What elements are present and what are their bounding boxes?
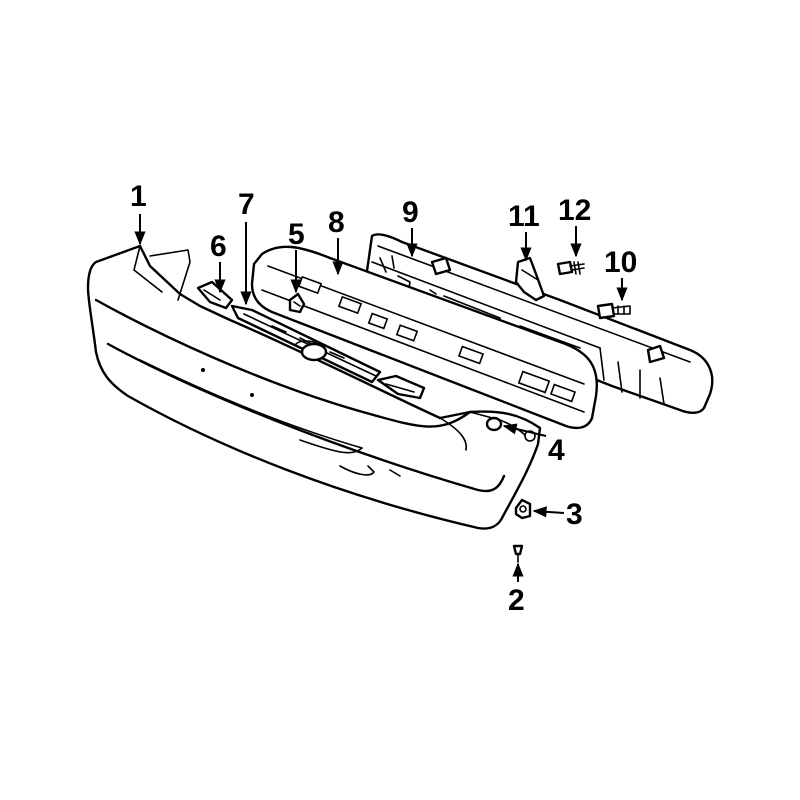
callout-2: 2 bbox=[508, 584, 525, 617]
part-5-clip bbox=[288, 292, 306, 314]
callout-3: 3 bbox=[566, 498, 583, 531]
part-4-retainer bbox=[485, 416, 503, 432]
callout-8: 8 bbox=[328, 206, 345, 239]
callout-5: 5 bbox=[288, 218, 305, 251]
part-10-bolt bbox=[596, 302, 631, 320]
callout-labels: 1 2 3 4 5 6 7 8 9 10 11 12 bbox=[130, 180, 637, 617]
part-12-screw bbox=[556, 260, 585, 276]
part-2-push-pin bbox=[512, 544, 524, 563]
leader-4 bbox=[502, 423, 547, 437]
callout-1: 1 bbox=[130, 180, 147, 213]
leader-lines bbox=[134, 214, 628, 582]
part-3-nut bbox=[514, 498, 532, 520]
callout-11: 11 bbox=[508, 200, 540, 233]
callout-9: 9 bbox=[402, 196, 419, 229]
leader-3 bbox=[532, 506, 565, 518]
callout-10: 10 bbox=[604, 246, 637, 279]
part-9-impact-bar bbox=[364, 233, 714, 414]
part-7-grille bbox=[230, 304, 382, 384]
callout-12: 12 bbox=[558, 194, 591, 227]
callout-7: 7 bbox=[238, 188, 255, 221]
callout-6: 6 bbox=[210, 230, 227, 263]
part-8-absorber bbox=[250, 245, 599, 430]
part-1-bumper-cover bbox=[86, 244, 542, 530]
part-6-bracket bbox=[196, 280, 426, 400]
callout-4: 4 bbox=[548, 434, 565, 467]
